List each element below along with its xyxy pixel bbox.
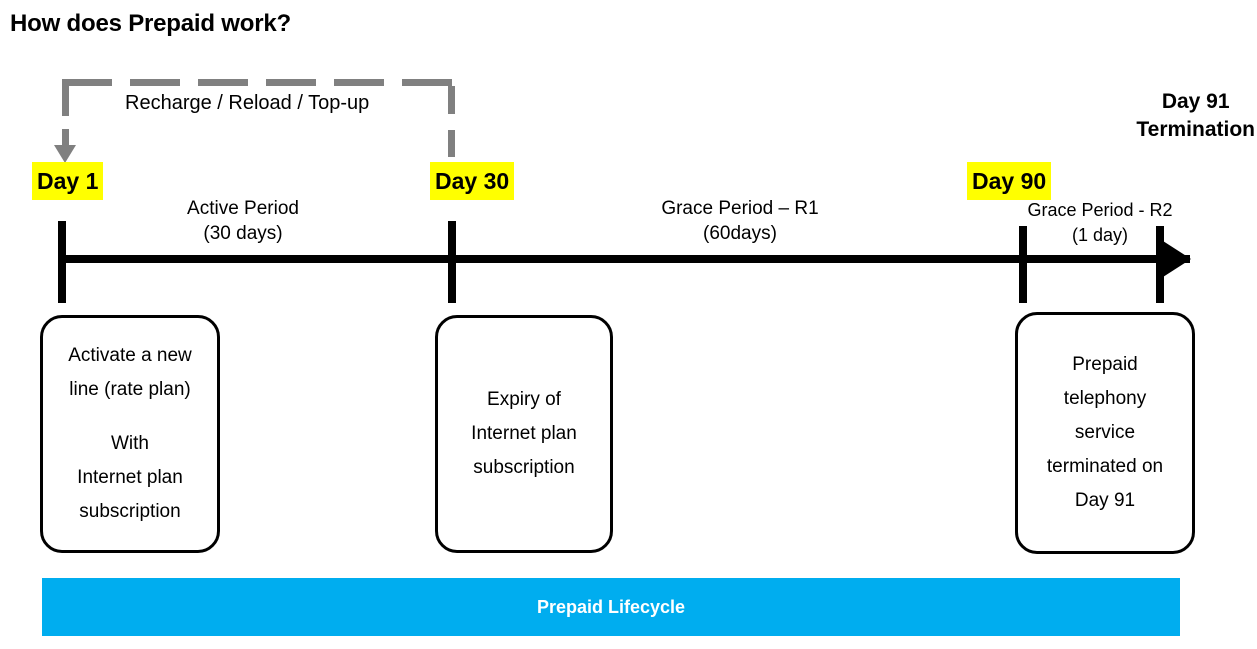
- period-duration-grace-r1: (60days): [703, 223, 777, 244]
- milestone-label-day90: Day 90: [967, 162, 1052, 200]
- timeline-tick-day91: [1156, 226, 1164, 303]
- info-box-expiry-line1: Expiry of: [487, 389, 561, 410]
- recharge-bracket-top-dashed-line: [62, 79, 455, 86]
- termination-note-line1: Day 91: [1161, 90, 1230, 113]
- period-name-grace-r2: Grace Period - R2: [1027, 200, 1173, 220]
- period-name-active: Active Period: [187, 198, 299, 219]
- info-box-activation-line1: Activate a new: [68, 345, 192, 366]
- info-box-expiry: Expiry of Internet plan subscription: [435, 315, 613, 553]
- prepaid-lifecycle-bar: Prepaid Lifecycle: [42, 578, 1180, 636]
- timeline-tick-day1: [58, 221, 66, 303]
- prepaid-lifecycle-bar-label: Prepaid Lifecycle: [536, 596, 686, 617]
- info-box-terminated-line5: Day 91: [1074, 490, 1136, 511]
- recharge-bracket-left-dash: [62, 86, 69, 116]
- timeline-tick-day30: [448, 221, 456, 303]
- down-arrow-icon: [54, 145, 76, 163]
- info-box-terminated-line4: terminated on: [1046, 456, 1164, 477]
- info-box-expiry-line3: subscription: [473, 457, 575, 478]
- page-title: How does Prepaid work?: [10, 10, 291, 37]
- milestone-label-day1: Day 1: [32, 162, 104, 200]
- period-label-active: Active Period (30 days): [143, 196, 343, 246]
- info-box-activation-line2: line (rate plan): [69, 379, 191, 400]
- timeline-axis: [58, 255, 1190, 263]
- recharge-label: Recharge / Reload / Top-up: [125, 92, 370, 114]
- period-duration-active: (30 days): [203, 223, 283, 244]
- period-duration-grace-r2: (1 day): [1071, 225, 1129, 245]
- recharge-arrow-shaft: [62, 129, 69, 147]
- timeline-tick-day90: [1019, 226, 1027, 303]
- period-name-grace-r1: Grace Period – R1: [661, 198, 819, 219]
- period-label-grace-r1: Grace Period – R1 (60days): [640, 196, 840, 246]
- info-box-activation-line3: With: [111, 433, 149, 454]
- termination-note: Day 91 Termination: [1136, 88, 1255, 144]
- period-label-grace-r2: Grace Period - R2 (1 day): [1000, 198, 1200, 248]
- info-box-activation-line5: subscription: [79, 501, 181, 522]
- info-box-terminated-line1: Prepaid: [1072, 354, 1138, 375]
- info-box-activation: Activate a new line (rate plan) With Int…: [40, 315, 220, 553]
- info-box-activation-line4: Internet plan: [77, 467, 183, 488]
- termination-note-line2: Termination: [1136, 118, 1255, 141]
- info-box-terminated-line3: service: [1074, 422, 1136, 443]
- recharge-bracket-right-dash-upper: [448, 86, 455, 114]
- info-box-terminated: Prepaid telephony service terminated on …: [1015, 312, 1195, 554]
- right-arrow-icon: [1163, 241, 1191, 277]
- recharge-bracket-right-dash-lower: [448, 130, 455, 157]
- milestone-label-day30: Day 30: [430, 162, 515, 200]
- info-box-terminated-line2: telephony: [1063, 388, 1147, 409]
- info-box-expiry-line2: Internet plan: [471, 423, 577, 444]
